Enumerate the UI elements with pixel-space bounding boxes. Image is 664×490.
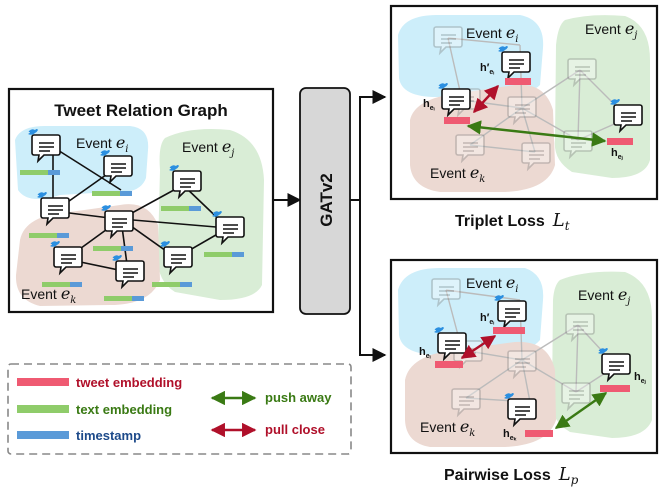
pairwise-h-ei: heᵢ	[419, 346, 431, 360]
legend-push-away-label: push away	[265, 390, 332, 405]
pairwise-event-k-node	[503, 392, 553, 437]
pairwise-positive-node	[433, 326, 467, 368]
encoder-output-arrows	[350, 90, 387, 362]
triplet-h-ej: heⱼ	[611, 147, 623, 161]
triplet-negative-node	[607, 98, 643, 145]
triplet-pull-close-arrow	[473, 84, 499, 114]
pairwise-h-ek: heₖ	[503, 428, 517, 442]
gatv2-label: GATv2	[317, 173, 336, 227]
pairwise-h-ej: heⱼ	[634, 371, 646, 385]
triplet-h-ei: heᵢ	[423, 98, 435, 112]
triplet-anchor-node	[497, 45, 531, 85]
legend-text-embedding-swatch	[17, 405, 69, 413]
pairwise-pull-close-arrow	[460, 335, 497, 359]
pairwise-event-j-node	[597, 347, 631, 392]
legend: tweet embedding text embedding timestamp…	[7, 363, 352, 455]
triplet-positive-node	[437, 82, 471, 124]
legend-timestamp-swatch	[17, 431, 69, 439]
legend-tweet-embedding-label: tweet embedding	[76, 375, 182, 390]
legend-tweet-embedding-swatch	[17, 378, 69, 386]
pairwise-push-away-arrow	[554, 392, 608, 429]
legend-text-embedding-label: text embedding	[76, 402, 172, 417]
left-panel-title: Tweet Relation Graph	[54, 101, 228, 120]
legend-timestamp-label: timestamp	[76, 428, 141, 443]
triplet-h-prime-ei: h′eᵢ	[480, 62, 494, 76]
legend-frame	[7, 363, 352, 455]
legend-pull-close-label: pull close	[265, 422, 325, 437]
pairwise-h-prime-ei: h′eᵢ	[480, 312, 494, 326]
pairwise-anchor-node	[493, 294, 527, 334]
triplet-push-away-arrow	[466, 120, 607, 147]
